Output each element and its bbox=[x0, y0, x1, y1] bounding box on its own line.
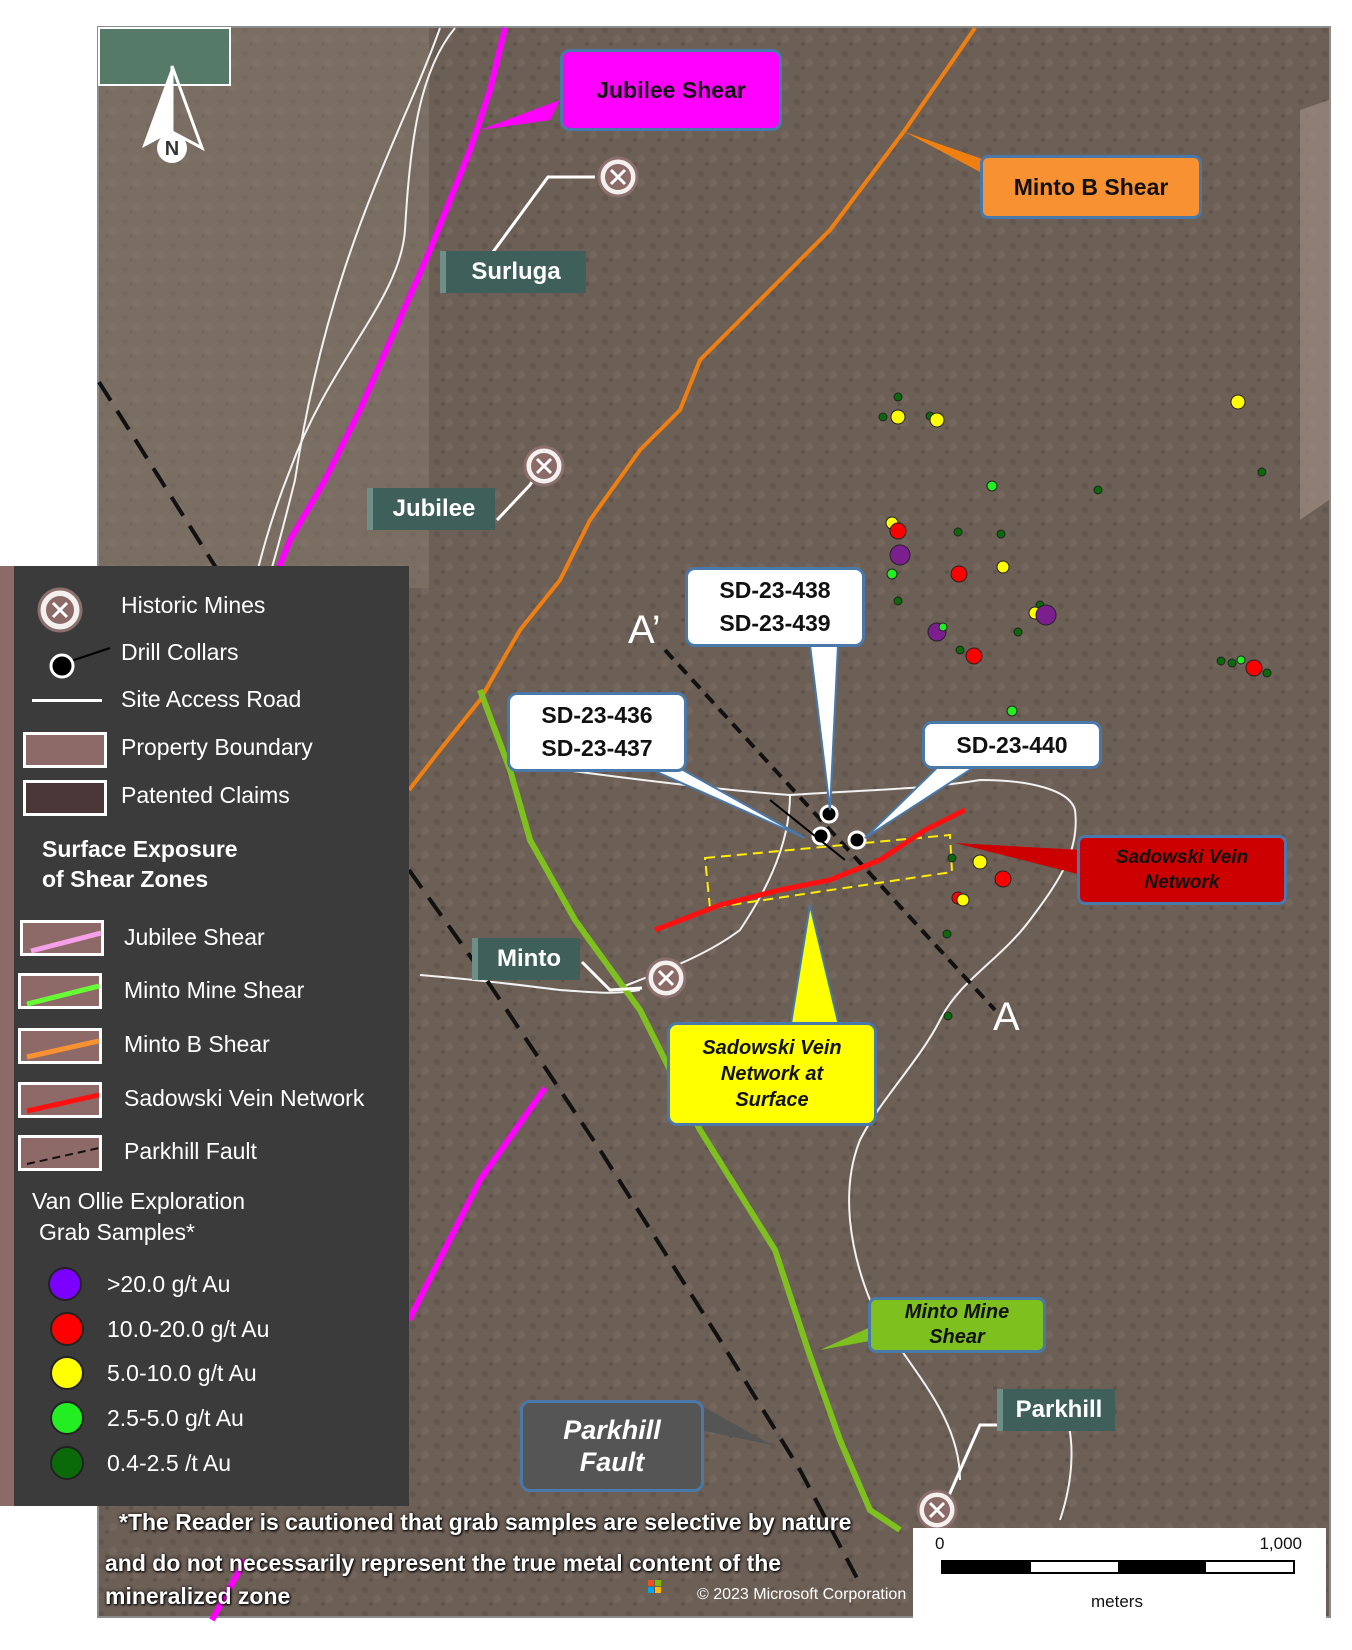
legend-grade-0-4: 0.4-2.5 /t Au bbox=[107, 1450, 232, 1476]
section-label-a-prime: A’ bbox=[628, 608, 661, 652]
location-label-parkhill: Parkhill bbox=[997, 1389, 1115, 1431]
jubilee-shear-callout-label: Jubilee Shear bbox=[596, 76, 746, 103]
minto-mine-shear-line bbox=[477, 688, 902, 1533]
drill-label-436: SD-23-436 bbox=[541, 702, 653, 728]
drill-label-438: SD-23-438 bbox=[719, 577, 831, 603]
sadowski-vein-callout: Sadowski Vein Network bbox=[1077, 835, 1287, 905]
sadowski-vein-swatch bbox=[18, 1082, 102, 1118]
section-label-a: A bbox=[993, 995, 1020, 1039]
jubilee-shear-line bbox=[209, 27, 548, 1622]
legend-samples-heading: Van Ollie Exploration Grab Samples* bbox=[32, 1186, 245, 1248]
legend-historic-mines: Historic Mines bbox=[121, 592, 266, 618]
section-line-a-a-prime bbox=[663, 648, 997, 1012]
terrain-light-strip bbox=[1300, 100, 1329, 520]
sadowski-surface-callout-line3: Surface bbox=[735, 1089, 809, 1111]
sadowski-vein-callout-line1: Sadowski Vein bbox=[1115, 847, 1249, 868]
sadowski-vein-line bbox=[654, 807, 967, 933]
scale-end-label: 1,000 bbox=[1259, 1534, 1302, 1553]
north-arrow-icon bbox=[142, 65, 205, 163]
minto-b-shear-callout: Minto B Shear bbox=[980, 155, 1202, 219]
legend-samples-heading-line2: Grab Samples* bbox=[39, 1219, 195, 1245]
drill-callout-438-439: SD-23-438 SD-23-439 bbox=[685, 567, 865, 647]
property-boundary-corner bbox=[98, 27, 231, 86]
parkhill-fault-callout-line2: Fault bbox=[579, 1447, 645, 1477]
location-label-surluga: Surluga bbox=[440, 251, 586, 293]
sadowski-surface-callout-line1: Sadowski Vein bbox=[702, 1037, 842, 1059]
drill-label-440: SD-23-440 bbox=[956, 731, 1068, 758]
minto-b-shear-line bbox=[407, 26, 977, 792]
scale-start-label: 0 bbox=[935, 1534, 945, 1553]
legend-grade-10-20: 10.0-20.0 g/t Au bbox=[107, 1316, 270, 1342]
jubilee-shear-callout: Jubilee Shear bbox=[560, 49, 782, 131]
jubilee-label: Jubilee bbox=[392, 495, 476, 522]
legend-minto-mine-shear: Minto Mine Shear bbox=[124, 977, 305, 1003]
minto-mine-shear-swatch bbox=[18, 973, 102, 1009]
legend-parkhill-fault: Parkhill Fault bbox=[124, 1138, 257, 1164]
legend-jubilee-shear: Jubilee Shear bbox=[124, 924, 265, 950]
grab-sample-disclaimer: *The Reader is cautioned that grab sampl… bbox=[105, 1506, 851, 1613]
location-connectors bbox=[491, 175, 1000, 1501]
legend-drill-collars: Drill Collars bbox=[121, 639, 239, 665]
property-boundary-swatch bbox=[23, 732, 107, 768]
parkhill-fault-callout-line1: Parkhill bbox=[563, 1415, 661, 1445]
location-label-jubilee: Jubilee bbox=[367, 488, 495, 530]
surluga-label: Surluga bbox=[471, 258, 561, 285]
grab-samples bbox=[878, 392, 1272, 1021]
copyright-text: © 2023 Microsoft Corporation bbox=[697, 1586, 906, 1603]
legend-surface-heading-line2: of Shear Zones bbox=[42, 866, 209, 892]
legend-grade-gt20: >20.0 g/t Au bbox=[107, 1271, 231, 1297]
parkhill-fault-swatch bbox=[18, 1135, 102, 1171]
minto-mine-shear-callout-line2: Shear bbox=[929, 1326, 985, 1348]
minto-mine-shear-callout-line1: Minto Mine bbox=[904, 1301, 1010, 1323]
map-legend: Historic Mines Drill Collars Site Access… bbox=[0, 566, 409, 1506]
minto-b-shear-swatch bbox=[18, 1028, 102, 1064]
drill-label-437: SD-23-437 bbox=[541, 735, 653, 761]
drill-label-439: SD-23-439 bbox=[719, 610, 831, 636]
drill-callout-436-437: SD-23-436 SD-23-437 bbox=[507, 692, 687, 772]
legend-samples-heading-line1: Van Ollie Exploration bbox=[32, 1188, 246, 1214]
grade-dot-5-10 bbox=[50, 1356, 84, 1390]
legend-sadowski-vein: Sadowski Vein Network bbox=[124, 1085, 365, 1111]
scale-unit-label: meters bbox=[1091, 1592, 1143, 1611]
legend-site-access-road: Site Access Road bbox=[121, 686, 302, 712]
parkhill-label: Parkhill bbox=[1015, 1396, 1103, 1423]
parkhill-fault-callout: Parkhill Fault bbox=[520, 1400, 704, 1492]
grade-dot-gt20 bbox=[48, 1267, 82, 1301]
north-label: N bbox=[165, 138, 179, 160]
disclaimer-line3: mineralized zone bbox=[105, 1583, 291, 1609]
grade-dot-0-4 bbox=[50, 1446, 84, 1480]
legend-grade-2-5: 2.5-5.0 g/t Au bbox=[107, 1405, 244, 1431]
historic-mine-icon bbox=[37, 587, 83, 633]
legend-minto-b-shear: Minto B Shear bbox=[124, 1031, 270, 1057]
site-access-road-icon bbox=[32, 699, 102, 702]
jubilee-shear-swatch bbox=[20, 920, 104, 956]
legend-grade-5-10: 5.0-10.0 g/t Au bbox=[107, 1360, 257, 1386]
legend-patented-claims: Patented Claims bbox=[121, 782, 290, 808]
drill-callout-440: SD-23-440 bbox=[922, 721, 1102, 769]
sadowski-surface-callout: Sadowski Vein Network at Surface bbox=[667, 1022, 877, 1126]
minto-label: Minto bbox=[497, 945, 561, 972]
legend-surface-heading: Surface Exposure of Shear Zones bbox=[42, 834, 238, 894]
sadowski-surface-outline bbox=[703, 833, 954, 910]
disclaimer-line2: and do not necessarily represent the tru… bbox=[105, 1550, 782, 1576]
minto-b-shear-callout-label: Minto B Shear bbox=[1013, 173, 1169, 200]
parkhill-fault bbox=[97, 380, 860, 1581]
legend-stripe bbox=[0, 566, 14, 1506]
legend-property-boundary: Property Boundary bbox=[121, 734, 313, 760]
microsoft-logo-icon bbox=[648, 1580, 661, 1593]
sadowski-vein-callout-line2: Network bbox=[1144, 872, 1220, 893]
grade-dot-10-20 bbox=[50, 1312, 84, 1346]
minto-mine-shear-callout: Minto Mine Shear bbox=[868, 1297, 1046, 1353]
grade-dot-2-5 bbox=[50, 1401, 84, 1435]
legend-surface-heading-line1: Surface Exposure bbox=[42, 836, 238, 862]
collar-trace bbox=[769, 799, 846, 861]
callout-pointers bbox=[480, 100, 1082, 1445]
patented-claims-swatch bbox=[23, 780, 107, 816]
drill-collar-icon bbox=[49, 647, 111, 679]
disclaimer-line1: *The Reader is cautioned that grab sampl… bbox=[119, 1509, 852, 1535]
sadowski-surface-callout-line2: Network at bbox=[720, 1063, 824, 1085]
location-label-minto: Minto bbox=[472, 938, 580, 980]
scale-bar-graphic bbox=[941, 1560, 1295, 1574]
scale-bar: 0 1,000 meters bbox=[913, 1528, 1326, 1626]
